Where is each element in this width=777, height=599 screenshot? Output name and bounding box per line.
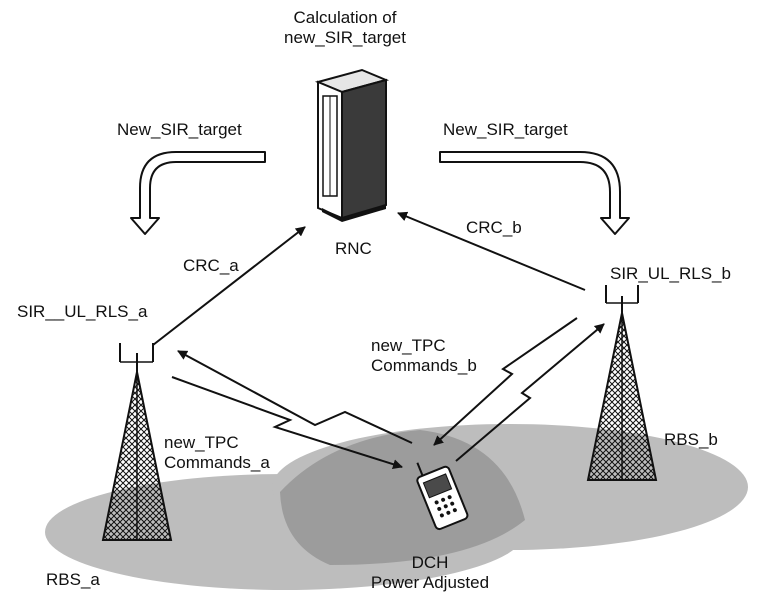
rnc-label: RNC <box>335 239 372 258</box>
dch-power-adjusted-label: DCH Power Adjusted <box>360 553 500 593</box>
rbs-b-label: RBS_b <box>664 430 718 449</box>
crc-a-label: CRC_a <box>183 256 239 275</box>
crc-b-label: CRC_b <box>466 218 522 237</box>
new-tpc-commands-a-line1: new_TPC <box>164 433 239 452</box>
coverage-overlap <box>280 430 525 565</box>
rbs-b-tower-icon <box>586 285 658 481</box>
rbs-a-tower-icon <box>101 343 173 541</box>
sir-ul-rls-b-label: SIR_UL_RLS_b <box>610 264 731 283</box>
curved-arrow-right-icon <box>439 151 630 235</box>
dch-line1: DCH <box>411 553 449 572</box>
rbs-a-label: RBS_a <box>46 570 100 589</box>
calculation-title-line1: Calculation of <box>293 8 397 27</box>
new-sir-target-right-label: New_SIR_target <box>443 120 568 139</box>
dch-line2: Power Adjusted <box>370 573 490 592</box>
crc-b-arrow <box>397 211 586 291</box>
uplink-to-mobile <box>171 376 403 470</box>
new-tpc-commands-b-line2: Commands_b <box>371 356 477 375</box>
curved-arrow-left-icon <box>130 151 266 235</box>
tpc-link-to-rbs-a <box>177 350 413 444</box>
uplink-to-rbs-b <box>455 323 605 462</box>
calculation-title: Calculation of new_SIR_target <box>255 8 435 48</box>
sir-ul-rls-a-label: SIR__UL_RLS_a <box>17 302 148 321</box>
tpc-link-to-mobile <box>433 317 578 446</box>
mobile-phone-icon <box>416 462 469 531</box>
rnc-server-icon <box>314 68 390 222</box>
calculation-title-line2: new_SIR_target <box>284 28 406 47</box>
new-tpc-commands-a-line2: Commands_a <box>164 453 270 472</box>
new-tpc-commands-a-label: new_TPC Commands_a <box>164 433 270 473</box>
new-sir-target-left-label: New_SIR_target <box>117 120 242 139</box>
crc-a-arrow <box>152 226 306 346</box>
new-tpc-commands-b-line1: new_TPC <box>371 336 446 355</box>
new-tpc-commands-b-label: new_TPC Commands_b <box>371 336 477 376</box>
